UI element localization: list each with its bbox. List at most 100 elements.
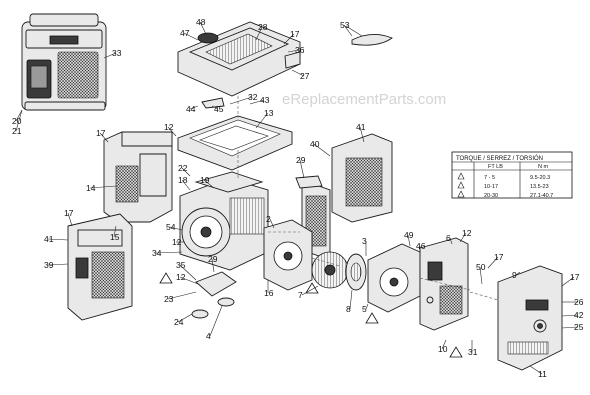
part-callout-label: 21 xyxy=(12,126,22,136)
callout-leader-line xyxy=(183,32,199,41)
callout-leader-line xyxy=(89,185,117,189)
part-callout-label: 25 xyxy=(574,322,584,332)
part-callout-label: 22 xyxy=(178,163,188,173)
front-panel-39 xyxy=(67,213,133,321)
part-callout-label: 48 xyxy=(196,17,206,27)
engine-assembly xyxy=(179,171,269,271)
part-callout-label: 32 xyxy=(248,92,258,102)
callout-leader-line xyxy=(459,232,467,243)
part-callout-label: 9 xyxy=(512,270,517,280)
callout-leader-line xyxy=(47,238,69,241)
callout-leader-line xyxy=(287,49,300,53)
part-callout-label: 29 xyxy=(296,155,306,165)
part-callout-label: 20 xyxy=(12,116,22,126)
callout-leader-line xyxy=(177,313,193,323)
control-panel-8 xyxy=(419,237,469,331)
part-callout-label: 47 xyxy=(180,28,190,38)
right-cover-9 xyxy=(497,265,563,371)
part-callout-label: 45 xyxy=(214,104,224,114)
callout-leader-line xyxy=(15,109,23,122)
torque-nm-cell: 13.5-23 xyxy=(530,184,549,190)
watermark-text: eReplacementParts.com xyxy=(282,91,446,108)
callout-leader-line xyxy=(209,305,223,337)
part-callout-label: 17 xyxy=(494,252,504,262)
torque-table: TORQUE / SERREZ / TORSIÓN FT LB N m 7 - … xyxy=(451,151,573,199)
callout-leader-line xyxy=(67,212,73,227)
callout-leader-line xyxy=(167,291,197,300)
part-callout-label: 24 xyxy=(174,317,184,327)
fan-housing xyxy=(263,219,313,291)
col-ftlb: FT LB xyxy=(488,164,503,170)
top-cover xyxy=(177,21,301,97)
callout-leader-line xyxy=(249,99,265,105)
part-callout-label: 23 xyxy=(164,294,174,304)
callout-leader-line xyxy=(181,179,191,191)
alternator-rotor xyxy=(311,251,367,291)
part-callout-label: 12 xyxy=(164,122,174,132)
callout-leader-line xyxy=(229,96,253,105)
callout-leader-line xyxy=(113,225,117,238)
torque-ftlb-cell: 10-17 xyxy=(484,184,498,190)
part-callout-label: 42 xyxy=(574,310,584,320)
assembly-lines xyxy=(237,96,499,301)
part-callout-label: 6 xyxy=(446,233,451,243)
callout-leader-line xyxy=(189,105,199,110)
part-callout-label: 12 xyxy=(462,228,472,238)
callout-leader-line xyxy=(15,109,23,132)
torque-nm-cell: 27.1-40.7 xyxy=(530,193,553,199)
part-callout-label: 41 xyxy=(44,234,54,244)
part-callout-label: 11 xyxy=(538,369,547,379)
mount-feet xyxy=(191,271,237,319)
part-callout-label: 34 xyxy=(152,248,162,258)
callout-leader-line xyxy=(181,167,191,177)
callout-leader-line xyxy=(291,69,305,77)
callout-leader-line xyxy=(167,126,177,137)
part-callout-label: 5 xyxy=(362,304,367,314)
part-callout-label: 7 xyxy=(298,290,303,300)
part-callout-label: 2 xyxy=(266,214,271,224)
part-callout-label: 8 xyxy=(346,304,351,314)
callout-leader-line xyxy=(269,218,275,229)
part-callout-label: 50 xyxy=(476,262,486,272)
callout-leader-line xyxy=(349,289,353,310)
col-nm: N m xyxy=(538,164,549,170)
torque-ftlb-cell: 7 - 5 xyxy=(484,175,495,181)
callout-leader-line xyxy=(343,24,353,37)
left-side-panel xyxy=(103,131,173,223)
callout-leader-line xyxy=(255,26,263,41)
part-callout-label: 54 xyxy=(166,222,176,232)
part-callout-label: 35 xyxy=(176,260,186,270)
callout-leader-line xyxy=(179,264,197,281)
callout-leader-line xyxy=(313,143,331,157)
part-callout-label: 46 xyxy=(416,241,426,251)
part-callout-label: 17 xyxy=(570,272,580,282)
part-callout-label: 3 xyxy=(362,236,367,246)
small-part-53 xyxy=(351,34,393,46)
part-callout-label: 33 xyxy=(112,48,122,58)
part-callout-label: 17 xyxy=(96,128,106,138)
part-callout-label: 26 xyxy=(574,297,584,307)
callout-leader-line xyxy=(561,314,579,317)
generator-assembly xyxy=(21,13,107,111)
part-callout-label: 19 xyxy=(200,175,210,185)
callout-leader-line xyxy=(301,285,319,296)
part-callout-label: 27 xyxy=(300,71,310,81)
part-callout-label: 18 xyxy=(178,175,188,185)
callout-leader-line xyxy=(407,234,411,247)
callout-leader-line xyxy=(359,126,365,143)
callout-leader-line xyxy=(479,266,483,285)
callout-leader-line xyxy=(365,303,369,310)
part-callout-label: 43 xyxy=(260,95,270,105)
callout-leader-line xyxy=(47,263,69,266)
callout-leader-line xyxy=(199,21,207,35)
part-callout-label: 14 xyxy=(86,183,96,193)
warning-icon xyxy=(457,181,465,189)
callout-leader-line xyxy=(449,237,453,245)
part-callout-label: 53 xyxy=(340,20,350,30)
part-callout-label: 15 xyxy=(110,232,120,242)
callout-leader-line xyxy=(283,33,295,45)
warning-icon xyxy=(457,190,465,198)
callout-leader-line xyxy=(255,112,269,129)
